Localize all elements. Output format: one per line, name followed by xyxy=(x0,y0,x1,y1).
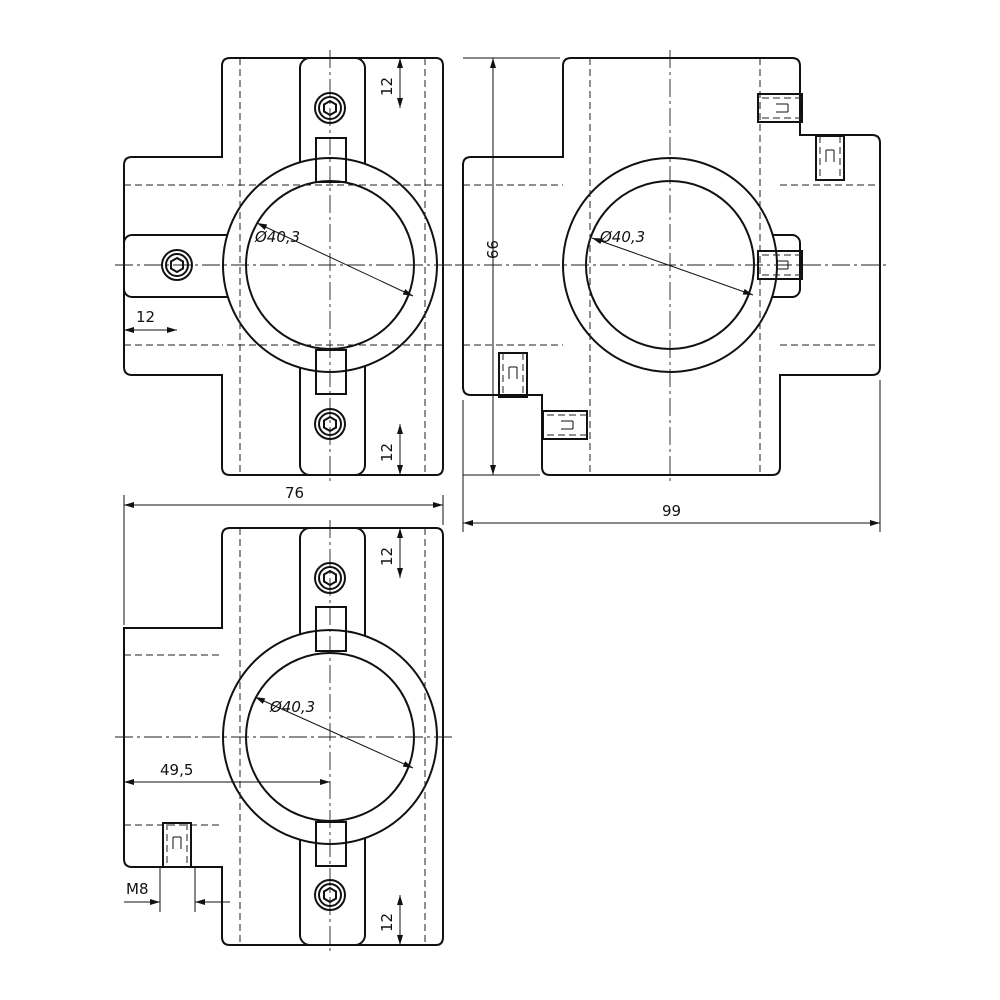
top-view: 76 Ø40,3 49,5 M8 12 12 xyxy=(115,484,455,955)
dim-top: 12 xyxy=(378,77,396,96)
dim-width: 99 xyxy=(662,502,681,520)
side-view: Ø40,3 99 99 xyxy=(455,50,890,532)
diameter-label: Ø40,3 xyxy=(599,228,645,246)
diameter-label: Ø40,3 xyxy=(269,698,315,716)
dim-left: 12 xyxy=(136,308,155,326)
dim-top: 12 xyxy=(378,547,396,566)
dim-width: 76 xyxy=(285,484,304,502)
dim-offset: 49,5 xyxy=(160,761,193,779)
diameter-label: Ø40,3 xyxy=(254,228,300,246)
dim-bottom: 12 xyxy=(378,443,396,462)
dim-height: 99 xyxy=(483,240,501,259)
dim-bottom: 12 xyxy=(378,913,396,932)
front-view: Ø40,3 12 12 12 xyxy=(115,50,455,485)
thread-label: M8 xyxy=(126,880,149,898)
